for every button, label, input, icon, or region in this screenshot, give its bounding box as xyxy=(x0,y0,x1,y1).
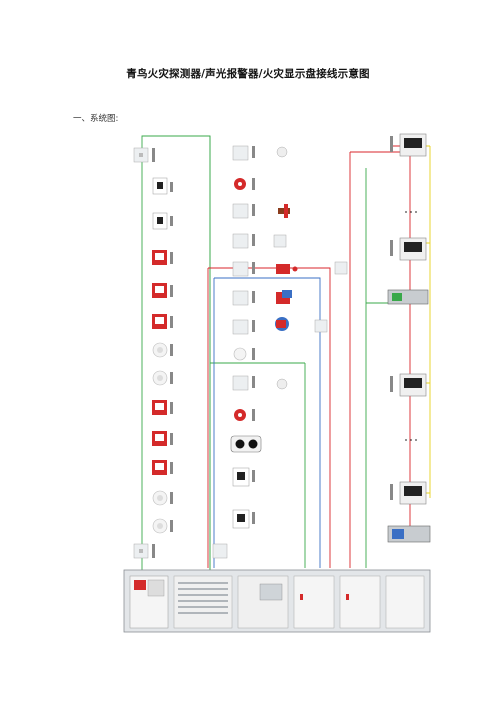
address-module-icon xyxy=(133,147,149,163)
input-module-icon xyxy=(232,203,249,219)
fire-display-panel-icon xyxy=(399,373,427,397)
fire-display-panel-icon xyxy=(399,481,427,505)
module-box-icon xyxy=(273,234,287,248)
pump-icon xyxy=(275,317,289,331)
hydrant-button-icon xyxy=(152,431,167,446)
fire-door-icon xyxy=(276,290,292,304)
hydrant-button-icon xyxy=(152,400,167,415)
manual-call-point-icon xyxy=(152,212,168,230)
bus-wires xyxy=(141,135,431,574)
speaker-icon xyxy=(276,378,288,390)
sounder-strobe-icon xyxy=(230,435,262,453)
manual-call-point-icon xyxy=(232,509,250,529)
module-box-icon xyxy=(314,319,328,333)
left-device-column xyxy=(133,147,173,559)
speaker-icon xyxy=(276,146,288,158)
smoke-detector-icon xyxy=(152,518,168,534)
io-module-icon xyxy=(232,375,249,391)
system-wiring-diagram xyxy=(110,128,450,638)
middle-device-column xyxy=(212,145,262,559)
page-title: 青鸟火灾探测器/声光报警器/火灾显示盘接线示意图 xyxy=(126,68,370,80)
address-module-icon xyxy=(212,543,228,559)
hydrant-button-icon xyxy=(152,314,167,329)
power-supply-icon xyxy=(387,289,429,305)
fire-alarm-control-cabinet xyxy=(123,569,431,633)
red-display-feed xyxy=(390,145,411,538)
alarm-bell-icon xyxy=(234,178,246,190)
green-branch-wire xyxy=(209,136,306,574)
smoke-detector-icon xyxy=(152,490,168,506)
section-heading: 一、系统图: xyxy=(73,114,119,124)
io-module-icon xyxy=(232,261,249,277)
yellow-power-wire xyxy=(410,145,431,529)
red-power-wire xyxy=(207,151,410,568)
input-module-icon xyxy=(232,233,249,249)
blue-signal-wire xyxy=(213,277,321,568)
field-devices xyxy=(273,146,348,390)
smoke-detector-icon xyxy=(152,370,168,386)
fire-display-panel-icon xyxy=(399,237,427,261)
io-module-icon xyxy=(232,319,249,335)
io-module-icon xyxy=(232,290,249,306)
heat-detector-icon xyxy=(233,347,247,361)
power-supply-icon xyxy=(387,525,431,543)
fire-extinguisher-valve-icon xyxy=(278,204,290,218)
hydrant-button-icon xyxy=(152,460,167,475)
green-right-trunk xyxy=(365,168,390,568)
right-device-column xyxy=(387,133,431,543)
alarm-bell-icon xyxy=(234,409,246,421)
fire-damper-icon xyxy=(276,264,298,274)
address-module-icon xyxy=(133,543,149,559)
green-loop-wire xyxy=(141,135,211,574)
smoke-detector-icon xyxy=(152,342,168,358)
input-module-icon xyxy=(232,145,249,161)
telephone-jack-icon xyxy=(232,467,250,487)
manual-call-point-icon xyxy=(152,177,168,195)
fire-display-panel-icon xyxy=(399,133,427,157)
hydrant-button-icon xyxy=(152,250,167,265)
hydrant-button-icon xyxy=(152,283,167,298)
module-box-icon xyxy=(334,261,348,275)
